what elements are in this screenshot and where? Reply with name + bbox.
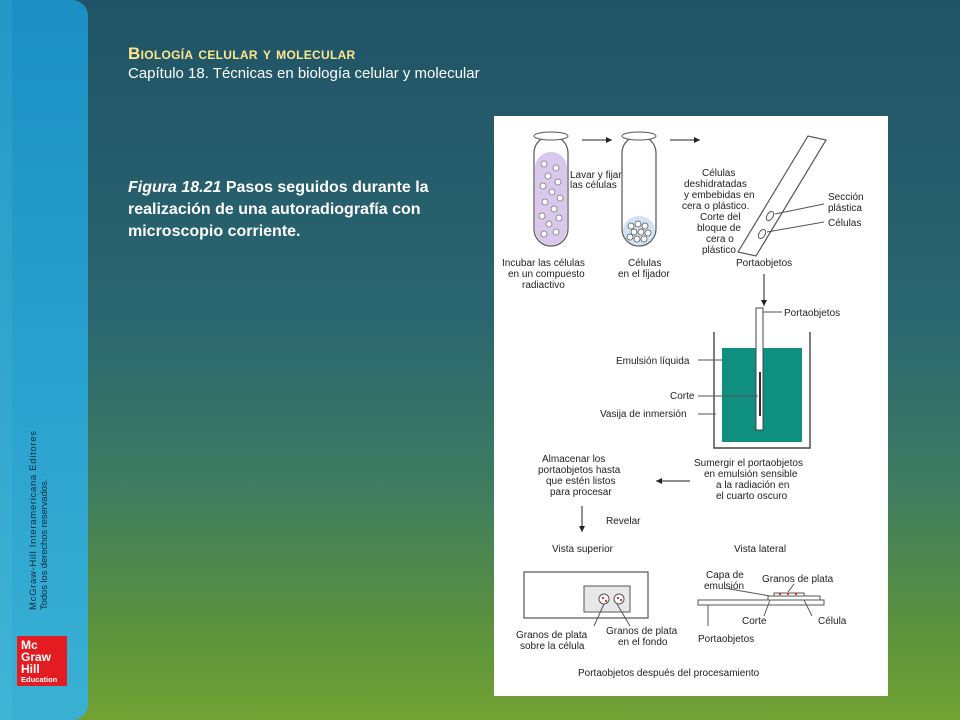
cells-label: Células — [828, 218, 861, 229]
side-view-label: Vista lateral — [734, 544, 786, 555]
fixed-cells — [626, 220, 652, 243]
autoradiography-figure: Lavar y fijar las células Incubar las cé… — [494, 116, 888, 696]
sidebar-highlight — [0, 0, 12, 720]
immerse-label: Sumergir el portaobjetos en emulsión sen… — [694, 458, 806, 502]
slide-label-3: Portaobjetos — [698, 634, 754, 645]
develop-label: Revelar — [606, 516, 641, 527]
logo-line: Mc — [21, 638, 38, 652]
slide-subtitle: Capítulo 18. Técnicas en biología celula… — [128, 65, 480, 82]
after-processing-label: Portaobjetos después del procesamiento — [578, 668, 760, 679]
wash-label: Lavar y fijar las células — [570, 170, 624, 191]
incubation-tube — [533, 131, 569, 247]
grains-cell-label: Granos de plata sobre la célula — [516, 630, 590, 652]
emulsion-layer-label: Capa de emulsión — [704, 570, 747, 592]
logo-line: Education — [21, 675, 58, 684]
dehydrated-label: Células deshidratadas y embebidas en cer… — [682, 168, 757, 256]
copyright-line-1: McGraw-Hill Interamericana Editores — [28, 430, 39, 610]
caption-text: Pasos seguidos durante la realización de… — [128, 179, 429, 240]
cell-label: Célula — [818, 616, 847, 627]
slide-label: Portaobjetos — [736, 258, 792, 269]
logo-line: Hill — [21, 662, 40, 676]
logo-line: Graw — [21, 650, 52, 664]
fixer-label: Células en el fijador — [618, 258, 670, 280]
top-view-label: Vista superior — [552, 544, 614, 555]
mcgraw-hill-logo: Mc Graw Hill Education — [17, 636, 67, 686]
slide-label-2: Portaobjetos — [784, 308, 840, 319]
side-view-slide — [697, 583, 825, 626]
grains-bg-label: Granos de plata en el fondo — [606, 626, 680, 648]
copyright-notice: McGraw-Hill Interamericana Editores Todo… — [28, 430, 50, 610]
section-label: Sección plástica — [828, 192, 866, 214]
cut-label-2: Corte — [742, 616, 767, 627]
store-label: Almacenar los portaobjetos hasta que est… — [538, 454, 623, 498]
autoradiography-diagram: Lavar y fijar las células Incubar las cé… — [502, 131, 866, 679]
vessel-label: Vasija de inmersión — [600, 409, 687, 420]
copyright-line-2: Todos los derechos reservados. — [39, 478, 50, 610]
slide-header: Biología celular y molecular Capítulo 18… — [128, 44, 480, 82]
silver-grains-label: Granos de plata — [762, 574, 834, 585]
top-view-slide — [523, 571, 649, 627]
immersion-vessel — [713, 307, 811, 449]
incubate-label: Incubar las células en un compuesto radi… — [502, 258, 588, 291]
left-sidebar: McGraw-Hill Interamericana Editores Todo… — [0, 0, 88, 720]
figure-caption: Figura 18.21 Pasos seguidos durante la r… — [128, 177, 478, 243]
slanted-slide — [737, 135, 827, 257]
radioactive-cells — [538, 160, 564, 238]
slide-title: Biología celular y molecular — [128, 44, 356, 63]
fixer-tube — [621, 131, 657, 247]
figure-reference: Figura 18.21 — [128, 179, 222, 196]
emulsion-label: Emulsión líquida — [616, 356, 690, 367]
cut-label: Corte — [670, 391, 695, 402]
